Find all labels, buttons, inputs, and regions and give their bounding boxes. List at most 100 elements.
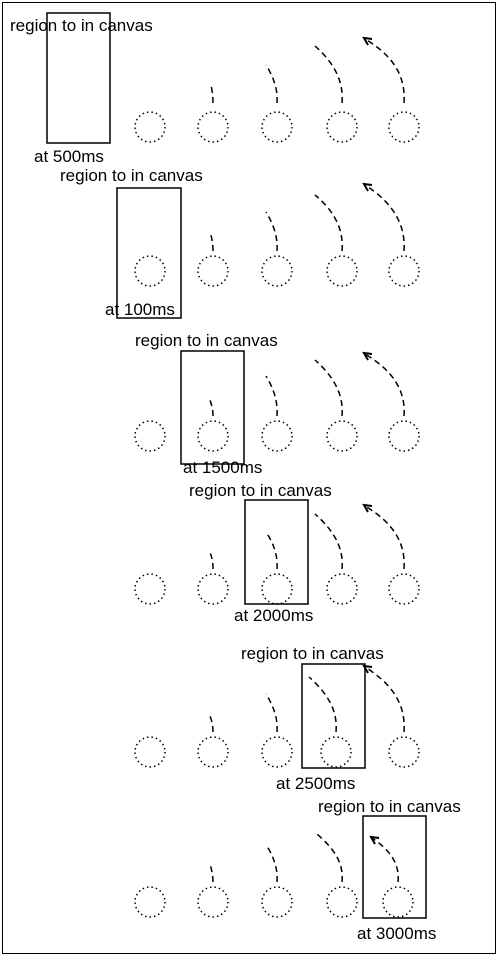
trajectory-5 — [364, 666, 405, 733]
ball-3 — [261, 255, 293, 287]
frame-panel-3000ms: region to in canvas at 3000ms — [0, 776, 500, 943]
time-label: at 2500ms — [276, 774, 356, 793]
ball-5 — [388, 255, 420, 287]
trajectory-2 — [209, 231, 214, 252]
ball-5 — [388, 573, 420, 605]
ball-sequence — [134, 573, 420, 605]
arrowhead-icon — [362, 36, 373, 46]
ball-3 — [261, 111, 293, 143]
trajectory-lines — [209, 833, 399, 883]
ball-1 — [134, 420, 166, 452]
canvas-region-rect — [301, 663, 366, 769]
trajectory-lines — [209, 353, 405, 417]
trajectory-2 — [209, 715, 214, 733]
frame-panel-100ms: region to in canvas at 100ms — [0, 152, 500, 319]
trajectory-lines — [209, 184, 405, 252]
ball-4 — [320, 736, 352, 768]
ball-1 — [134, 573, 166, 605]
region-title: region to in canvas — [318, 797, 461, 816]
trajectory-3 — [265, 375, 278, 417]
ball-1 — [134, 886, 166, 918]
time-label: at 3000ms — [357, 924, 437, 943]
ball-2 — [197, 255, 229, 287]
trajectory-3 — [265, 64, 278, 104]
time-label: at 1500ms — [183, 458, 263, 477]
ball-3 — [261, 420, 293, 452]
trajectory-5 — [364, 38, 405, 104]
frame-panel-2500ms: region to in canvas at 2500ms — [0, 622, 500, 793]
trajectory-3 — [265, 211, 278, 252]
trajectory-3 — [265, 693, 278, 733]
ball-sequence — [134, 111, 420, 143]
ball-2 — [197, 111, 229, 143]
ball-1 — [134, 255, 166, 287]
ball-2 — [197, 736, 229, 768]
trajectory-5 — [371, 837, 399, 883]
trajectory-2 — [209, 399, 214, 417]
region-title: region to in canvas — [241, 644, 384, 663]
trajectory-5 — [364, 353, 405, 417]
ball-1 — [134, 111, 166, 143]
ball-4 — [326, 573, 358, 605]
trajectory-4 — [308, 676, 337, 733]
trajectory-lines — [209, 505, 405, 570]
trajectory-4 — [314, 45, 343, 104]
arrowhead-icon — [362, 351, 373, 361]
region-title: region to in canvas — [189, 481, 332, 500]
trajectory-4 — [316, 833, 343, 883]
trajectory-2 — [209, 551, 214, 570]
ball-2 — [197, 886, 229, 918]
arrowhead-icon — [362, 664, 373, 674]
ball-3 — [261, 573, 293, 605]
frame-panel-1500ms: region to in canvas at 1500ms — [0, 312, 500, 477]
arrowhead-icon — [369, 835, 380, 845]
frame-panel-500ms: region to in canvas at 500ms — [0, 0, 500, 166]
canvas-region-rect — [116, 187, 182, 319]
trajectory-2 — [210, 84, 214, 104]
frame-diagram — [46, 12, 420, 144]
trajectory-3 — [265, 531, 278, 570]
ball-5 — [388, 736, 420, 768]
trajectory-4 — [314, 194, 343, 252]
trajectory-3 — [266, 845, 278, 883]
ball-5 — [388, 111, 420, 143]
canvas-region-rect — [244, 499, 309, 605]
frame-diagram — [116, 182, 420, 319]
canvas-region-rect — [180, 350, 245, 465]
canvas-region-rect — [362, 815, 427, 919]
region-title: region to in canvas — [135, 331, 278, 350]
trajectory-lines — [210, 38, 405, 104]
ball-4 — [326, 420, 358, 452]
ball-3 — [261, 736, 293, 768]
trajectory-5 — [364, 505, 405, 570]
ball-4 — [326, 886, 358, 918]
frame-diagram — [134, 663, 420, 769]
arrowhead-icon — [362, 503, 373, 513]
frame-panel-2000ms: region to in canvas at 2000ms — [0, 462, 500, 625]
ball-4 — [326, 111, 358, 143]
trajectory-5 — [364, 184, 405, 252]
ball-sequence — [134, 886, 414, 918]
trajectory-4 — [314, 359, 343, 417]
ball-sequence — [134, 420, 420, 452]
ball-2 — [197, 420, 229, 452]
time-label: at 500ms — [34, 147, 104, 166]
canvas-region-rect — [46, 12, 111, 144]
ball-3 — [261, 886, 293, 918]
ball-1 — [134, 736, 166, 768]
region-title: region to in canvas — [60, 166, 203, 185]
frame-diagram — [134, 815, 427, 919]
ball-4 — [326, 255, 358, 287]
region-title: region to in canvas — [10, 16, 153, 35]
frame-diagram — [134, 499, 420, 605]
time-label: at 2000ms — [234, 606, 314, 625]
ball-5 — [382, 886, 414, 918]
ball-5 — [388, 420, 420, 452]
ball-sequence — [134, 736, 420, 768]
trajectory-lines — [209, 666, 405, 733]
time-label: at 100ms — [105, 300, 175, 319]
arrowhead-icon — [362, 182, 373, 192]
frame-diagram — [134, 350, 420, 465]
ball-2 — [197, 573, 229, 605]
